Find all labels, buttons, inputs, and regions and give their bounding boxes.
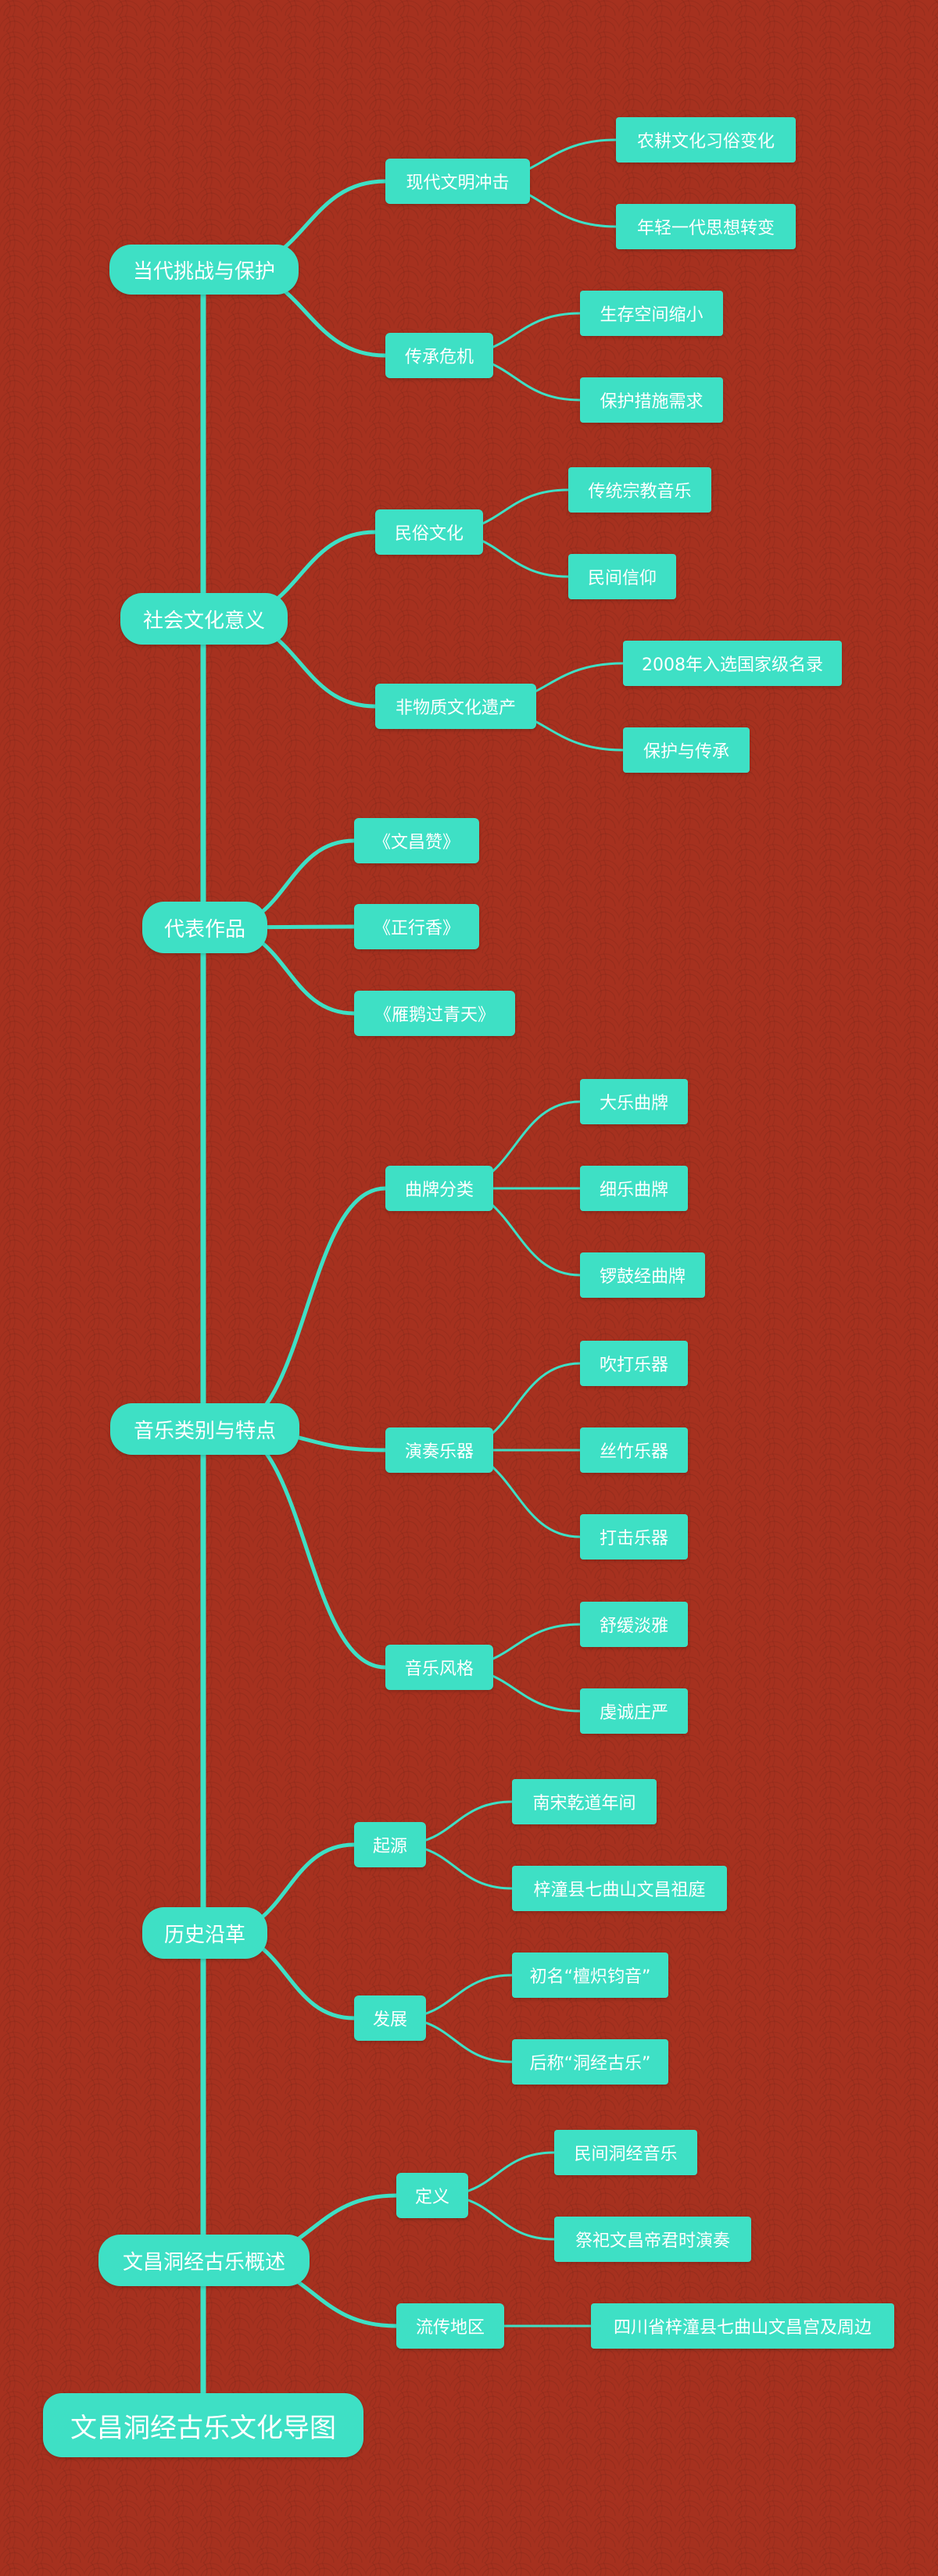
sub-node[interactable]: 《文昌赞》: [354, 818, 479, 863]
leaf-node[interactable]: 民间洞经音乐: [554, 2130, 697, 2175]
leaf-node[interactable]: 吹打乐器: [580, 1341, 688, 1386]
sub-node[interactable]: 《雁鹅过青天》: [354, 991, 515, 1036]
leaf-node[interactable]: 保护措施需求: [580, 377, 723, 423]
branch-connector: [227, 1186, 386, 1431]
branch-node[interactable]: 历史沿革: [142, 1907, 267, 1959]
leaf-node[interactable]: 锣鼓经曲牌: [580, 1252, 705, 1298]
branch-node[interactable]: 音乐类别与特点: [110, 1403, 299, 1455]
sub-node[interactable]: 定义: [396, 2173, 468, 2218]
sub-node[interactable]: 音乐风格: [385, 1645, 493, 1690]
leaf-node[interactable]: 舒缓淡雅: [580, 1602, 688, 1647]
sub-node[interactable]: 民俗文化: [375, 509, 483, 555]
sub-node[interactable]: 演奏乐器: [385, 1427, 493, 1473]
branch-node[interactable]: 文昌洞经古乐概述: [98, 2235, 310, 2286]
leaf-node[interactable]: 民间信仰: [568, 554, 676, 599]
sub-node[interactable]: 现代文明冲击: [385, 159, 530, 204]
leaf-node[interactable]: 2008年入选国家级名录: [623, 641, 842, 686]
leaf-node[interactable]: 南宋乾道年间: [512, 1779, 657, 1824]
leaf-node[interactable]: 丝竹乐器: [580, 1427, 688, 1473]
sub-node[interactable]: 传承危机: [385, 333, 493, 378]
branch-connector: [227, 1427, 386, 1670]
leaf-node[interactable]: 初名“檀炽钧音”: [512, 1953, 668, 1998]
sub-node[interactable]: 发展: [354, 1995, 426, 2041]
leaf-node[interactable]: 祭祀文昌帝君时演奏: [554, 2217, 751, 2262]
leaf-node[interactable]: 梓潼县七曲山文昌祖庭: [512, 1866, 727, 1911]
branch-node[interactable]: 社会文化意义: [120, 593, 288, 645]
root-node[interactable]: 文昌洞经古乐文化导图: [43, 2393, 363, 2457]
sub-node[interactable]: 流传地区: [396, 2303, 504, 2349]
leaf-node[interactable]: 细乐曲牌: [580, 1166, 688, 1211]
leaf-node[interactable]: 传统宗教音乐: [568, 467, 711, 513]
leaf-node[interactable]: 大乐曲牌: [580, 1079, 688, 1124]
leaf-node[interactable]: 四川省梓潼县七曲山文昌宫及周边: [591, 2303, 894, 2349]
leaf-node[interactable]: 保护与传承: [623, 727, 750, 773]
sub-node[interactable]: 非物质文化遗产: [375, 684, 536, 729]
leaf-node[interactable]: 虔诚庄严: [580, 1688, 688, 1734]
leaf-node[interactable]: 后称“洞经古乐”: [512, 2039, 668, 2085]
branch-node[interactable]: 当代挑战与保护: [109, 245, 299, 295]
leaf-node[interactable]: 生存空间缩小: [580, 291, 723, 336]
leaf-node[interactable]: 打击乐器: [580, 1514, 688, 1560]
sub-node[interactable]: 起源: [354, 1822, 426, 1867]
leaf-node[interactable]: 农耕文化习俗变化: [616, 117, 796, 163]
sub-node[interactable]: 《正行香》: [354, 904, 479, 949]
leaf-node[interactable]: 年轻一代思想转变: [616, 204, 796, 249]
branch-node[interactable]: 代表作品: [142, 902, 267, 953]
sub-node[interactable]: 曲牌分类: [385, 1166, 493, 1211]
